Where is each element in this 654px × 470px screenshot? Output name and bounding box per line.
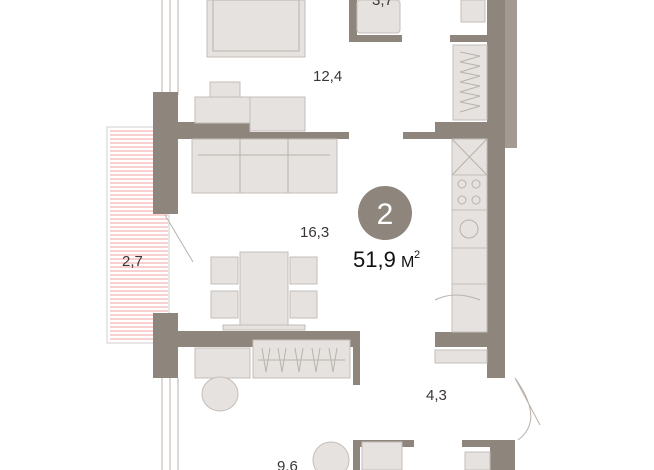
shelf — [434, 349, 488, 364]
bathroom-area: 3,7 — [372, 0, 393, 9]
radiator-cabinet — [452, 44, 488, 121]
sink — [460, 0, 486, 23]
fridge — [451, 283, 488, 333]
hallway-area: 4,3 — [426, 387, 447, 404]
sofa — [191, 138, 338, 194]
rooms-badge — [358, 186, 412, 240]
bedroom-area: 12,4 — [313, 68, 342, 85]
balcony-area: 2,7 — [122, 253, 143, 270]
kitchen-sink — [451, 247, 488, 285]
bed — [206, 0, 306, 58]
desk — [194, 347, 251, 379]
rooms-count: 2 — [377, 198, 394, 231]
bottom-room-area: 9,6 — [277, 458, 298, 470]
chair — [201, 376, 239, 412]
total-area: 51,9 — [353, 247, 396, 272]
area-unit-power: 2 — [414, 249, 420, 261]
dining-table — [239, 251, 289, 327]
windows — [161, 0, 194, 470]
cooktop — [451, 174, 488, 211]
walls — [153, 0, 517, 470]
oven — [451, 209, 488, 249]
bathtub — [356, 0, 401, 34]
furniture — [191, 0, 541, 470]
living-room-area: 16,3 — [300, 224, 329, 241]
area-unit: М — [401, 254, 414, 271]
